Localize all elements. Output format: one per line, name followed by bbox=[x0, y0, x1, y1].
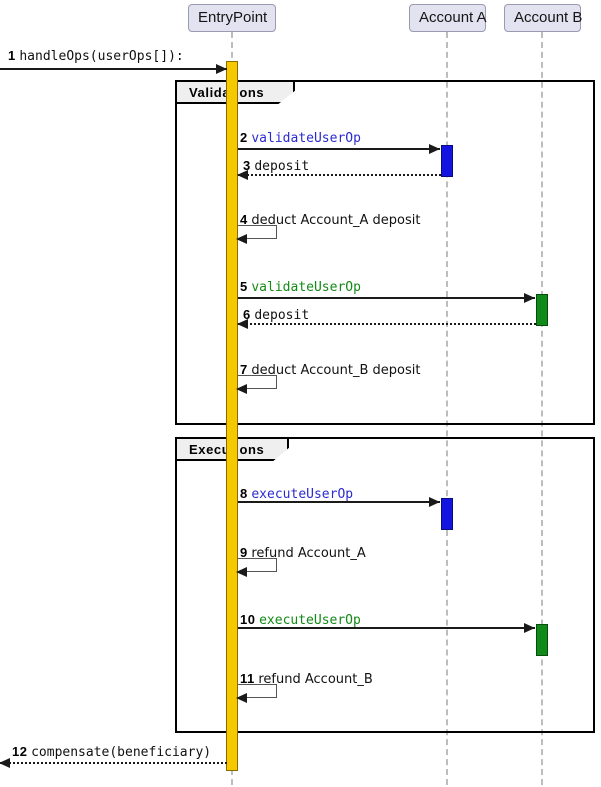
message-text-4: deduct Account_A deposit bbox=[251, 213, 421, 228]
message-label-5: 5 validateUserOp bbox=[240, 279, 361, 295]
fragment-executions bbox=[175, 437, 595, 733]
self-message-loop-11 bbox=[238, 684, 277, 698]
activation-account-a-execute bbox=[441, 498, 453, 530]
message-label-10: 10 executeUserOp bbox=[240, 612, 361, 628]
participant-entrypoint[interactable]: EntryPoint bbox=[188, 4, 276, 32]
message-label-1: 1 handleOps(userOps[]): bbox=[8, 48, 184, 64]
activation-account-a-validate bbox=[441, 145, 453, 177]
message-number-11: 11 bbox=[240, 671, 255, 686]
message-text-6: deposit bbox=[254, 308, 310, 323]
activation-account-b-execute bbox=[536, 624, 548, 656]
message-text-2: validateUserOp bbox=[251, 131, 361, 146]
message-number-5: 5 bbox=[240, 279, 248, 294]
self-message-loop-7 bbox=[238, 375, 277, 389]
message-number-3: 3 bbox=[243, 158, 251, 173]
arrow-head-6 bbox=[237, 319, 248, 329]
arrow-line-2 bbox=[238, 148, 440, 150]
message-text-3: deposit bbox=[254, 159, 310, 174]
activation-account-b-validate bbox=[536, 294, 548, 326]
message-text-12: compensate(beneficiary) bbox=[31, 745, 212, 760]
message-text-7: deduct Account_B deposit bbox=[251, 363, 421, 378]
arrow-head-3 bbox=[237, 170, 248, 180]
fragment-validations bbox=[175, 80, 595, 425]
activation-entrypoint-activation bbox=[226, 61, 238, 771]
message-number-1: 1 bbox=[8, 48, 16, 63]
arrow-line-10 bbox=[238, 627, 535, 629]
lifeline-account_a bbox=[446, 32, 448, 785]
arrow-head-4 bbox=[236, 234, 247, 244]
message-number-9: 9 bbox=[240, 545, 248, 560]
arrow-head-1 bbox=[216, 64, 227, 74]
message-text-5: validateUserOp bbox=[251, 280, 361, 295]
participant-account_a[interactable]: Account A bbox=[409, 4, 487, 32]
message-text-11: refund Account_B bbox=[258, 672, 373, 687]
message-label-4: 4 deduct Account_A deposit bbox=[240, 212, 420, 228]
arrow-head-9 bbox=[236, 567, 247, 577]
arrow-line-3 bbox=[238, 174, 441, 176]
arrow-line-12 bbox=[0, 762, 227, 764]
message-label-11: 11 refund Account_B bbox=[240, 671, 373, 687]
message-label-2: 2 validateUserOp bbox=[240, 130, 361, 146]
message-number-6: 6 bbox=[243, 307, 251, 322]
arrow-head-7 bbox=[236, 384, 247, 394]
self-message-loop-9 bbox=[238, 558, 277, 572]
arrow-head-12 bbox=[0, 758, 10, 768]
message-label-8: 8 executeUserOp bbox=[240, 486, 353, 502]
message-text-9: refund Account_A bbox=[251, 546, 366, 561]
message-label-3: 3 deposit bbox=[243, 158, 309, 174]
message-label-6: 6 deposit bbox=[243, 307, 309, 323]
message-label-12: 12 compensate(beneficiary) bbox=[12, 744, 211, 760]
message-number-10: 10 bbox=[240, 612, 256, 627]
lifeline-account_b bbox=[541, 32, 543, 785]
arrow-head-11 bbox=[236, 693, 247, 703]
message-text-8: executeUserOp bbox=[251, 487, 354, 502]
message-number-4: 4 bbox=[240, 212, 248, 227]
message-text-10: executeUserOp bbox=[259, 613, 361, 628]
message-number-2: 2 bbox=[240, 130, 248, 145]
participant-account_b[interactable]: Account B bbox=[504, 4, 582, 32]
message-label-7: 7 deduct Account_B deposit bbox=[240, 362, 420, 378]
arrow-head-10 bbox=[524, 623, 535, 633]
message-number-7: 7 bbox=[240, 362, 248, 377]
arrow-line-6 bbox=[238, 323, 536, 325]
message-number-8: 8 bbox=[240, 486, 248, 501]
message-number-12: 12 bbox=[12, 744, 28, 759]
arrow-line-5 bbox=[238, 297, 535, 299]
arrow-head-5 bbox=[524, 293, 535, 303]
arrow-line-1 bbox=[0, 68, 227, 70]
arrow-head-8 bbox=[429, 497, 440, 507]
self-message-loop-4 bbox=[238, 225, 277, 239]
message-text-1: handleOps(userOps[]): bbox=[19, 49, 184, 64]
arrow-line-8 bbox=[238, 501, 440, 503]
message-label-9: 9 refund Account_A bbox=[240, 545, 366, 561]
arrow-head-2 bbox=[429, 144, 440, 154]
